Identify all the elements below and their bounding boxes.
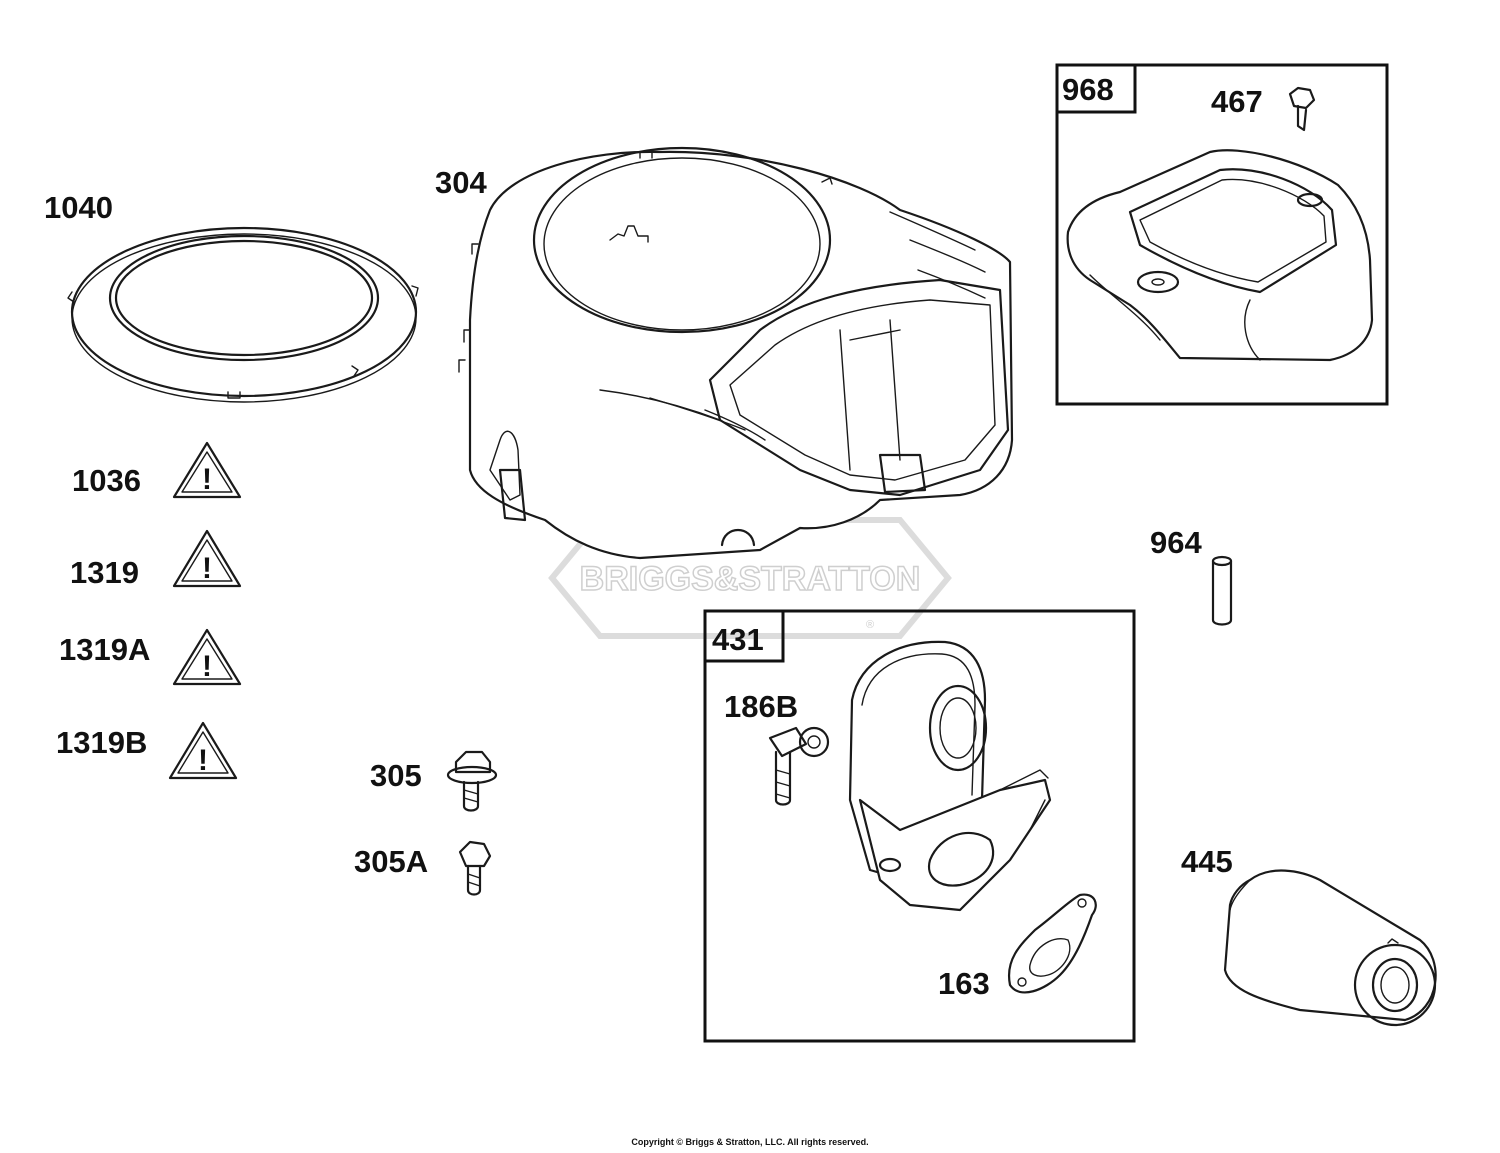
part-305-bolt[interactable] <box>446 750 498 812</box>
part-445-air-filter-cartridge[interactable] <box>1223 869 1437 1027</box>
watermark-registered: ® <box>866 619 874 631</box>
kit-box-968 <box>1055 63 1389 406</box>
warning-exclaim-icon: ! <box>202 552 212 585</box>
label-1040: 1040 <box>44 190 113 225</box>
label-1319b: 1319B <box>56 725 147 760</box>
warning-exclaim-icon: ! <box>202 463 212 496</box>
watermark-text: BRIGGS&STRATTON <box>580 560 921 598</box>
label-305: 305 <box>370 758 422 793</box>
part-186b-elbow-fitting[interactable] <box>768 726 830 806</box>
label-1036: 1036 <box>72 463 141 498</box>
part-1319b-warning-label[interactable]: ! <box>168 721 238 780</box>
label-431: 431 <box>712 622 764 657</box>
label-186b: 186B <box>724 689 798 724</box>
copyright-notice: Copyright © Briggs & Stratton, LLC. All … <box>631 1137 869 1147</box>
part-964-pin[interactable] <box>1211 555 1233 626</box>
part-968-air-cleaner-cover[interactable] <box>1066 149 1374 362</box>
kit-box-968-tag <box>1055 63 1137 114</box>
part-163-gasket[interactable] <box>1007 893 1097 994</box>
label-445: 445 <box>1181 844 1233 879</box>
label-304: 304 <box>435 165 487 200</box>
part-1040-screen-ring[interactable] <box>67 226 419 403</box>
label-305a: 305A <box>354 844 428 879</box>
label-467: 467 <box>1211 84 1263 119</box>
part-1319a-warning-label[interactable]: ! <box>172 628 242 686</box>
label-163: 163 <box>938 966 990 1001</box>
part-1319-warning-label[interactable]: ! <box>172 529 242 588</box>
part-1036-warning-label[interactable]: ! <box>172 441 242 499</box>
label-1319: 1319 <box>70 555 139 590</box>
kit-box-431-tag <box>703 609 785 663</box>
label-1319a: 1319A <box>59 632 150 667</box>
kit-box-431 <box>703 609 1136 1043</box>
part-467-screw[interactable] <box>1288 86 1316 132</box>
part-431-air-cleaner-base[interactable] <box>848 640 1052 912</box>
warning-exclaim-icon: ! <box>202 650 212 683</box>
watermark-logo: BRIGGS&STRATTON ® <box>548 517 952 639</box>
part-305a-bolt[interactable] <box>458 840 492 896</box>
warning-exclaim-icon: ! <box>198 744 208 777</box>
label-964: 964 <box>1150 525 1202 560</box>
label-968: 968 <box>1062 72 1114 107</box>
part-304-blower-housing[interactable] <box>458 146 1014 560</box>
